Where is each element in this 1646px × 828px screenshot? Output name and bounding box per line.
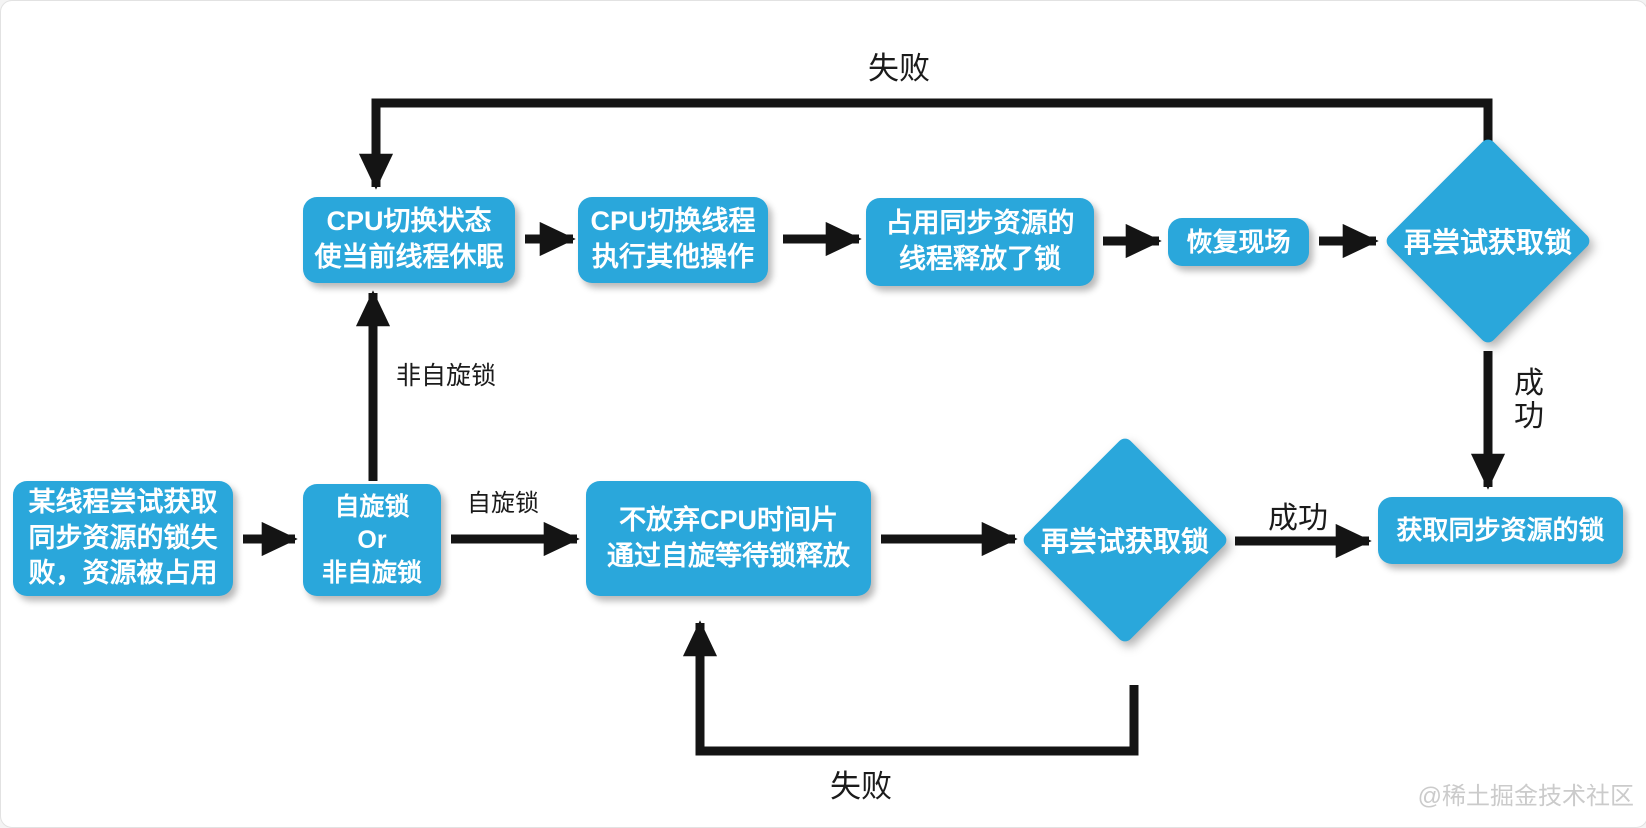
node-retry-lock-top: 再尝试获取锁 bbox=[1383, 136, 1593, 346]
node-text-line: 同步资源的锁失 bbox=[28, 522, 218, 553]
node-text-line: 败，资源被占用 bbox=[28, 558, 218, 589]
node-text-line: 线程释放了锁 bbox=[899, 244, 1061, 274]
node-lock-type-choice: 自旋锁 Or 非自旋锁 bbox=[303, 484, 441, 596]
node-text-line: 自旋锁 bbox=[334, 492, 410, 521]
node-text-line: 恢复现场 bbox=[1186, 226, 1291, 257]
label-non-spin-lock: 非自旋锁 bbox=[396, 362, 497, 390]
node-cpu-switch-state: CPU切换状态 使当前线程休眠 bbox=[303, 197, 515, 283]
node-text-line: 非自旋锁 bbox=[321, 558, 422, 587]
node-text-line: 使当前线程休眠 bbox=[314, 242, 504, 272]
node-text-line: 不放弃CPU时间片 bbox=[618, 504, 838, 535]
node-thread-fail: 某线程尝试获取 同步资源的锁失 败，资源被占用 bbox=[13, 481, 233, 596]
node-text-line: CPU切换状态 bbox=[326, 206, 492, 237]
node-spin-wait: 不放弃CPU时间片 通过自旋等待锁释放 bbox=[586, 481, 871, 596]
node-retry-lock-bottom: 再尝试获取锁 bbox=[1020, 435, 1230, 645]
diamond-shape: 再尝试获取锁 bbox=[1383, 136, 1593, 346]
arrow-fail-loop-bottom bbox=[682, 620, 1139, 756]
label-fail-top: 失败 bbox=[868, 51, 930, 86]
arrow-fail-loop-top bbox=[358, 98, 1493, 190]
node-text-line: 再尝试获取锁 bbox=[1403, 227, 1573, 259]
juejin-watermark: @稀土掘金技术社区 bbox=[1417, 783, 1634, 810]
label-spin-lock: 自旋锁 bbox=[467, 490, 539, 517]
node-cpu-switch-thread: CPU切换线程 执行其他操作 bbox=[578, 197, 768, 283]
node-text-line: 占用同步资源的 bbox=[885, 208, 1075, 239]
node-release-lock: 占用同步资源的 线程释放了锁 bbox=[866, 198, 1094, 286]
label-fail-bottom: 失败 bbox=[830, 769, 892, 804]
node-acquire-lock: 获取同步资源的锁 bbox=[1378, 497, 1623, 564]
label-success-right: 成功 bbox=[1514, 367, 1544, 433]
node-text-line: CPU切换线程 bbox=[590, 206, 756, 237]
node-text-line: 获取同步资源的锁 bbox=[1396, 515, 1605, 546]
node-text-line: 执行其他操作 bbox=[592, 242, 754, 272]
node-restore-scene: 恢复现场 bbox=[1168, 218, 1309, 266]
node-text-line: Or bbox=[357, 525, 387, 554]
node-text-line: 某线程尝试获取 bbox=[28, 487, 218, 518]
diamond-shape: 再尝试获取锁 bbox=[1020, 435, 1230, 645]
label-success-bottom: 成功 bbox=[1268, 502, 1328, 535]
node-text-line: 通过自旋等待锁释放 bbox=[607, 540, 850, 571]
node-text-line: 再尝试获取锁 bbox=[1040, 526, 1210, 558]
